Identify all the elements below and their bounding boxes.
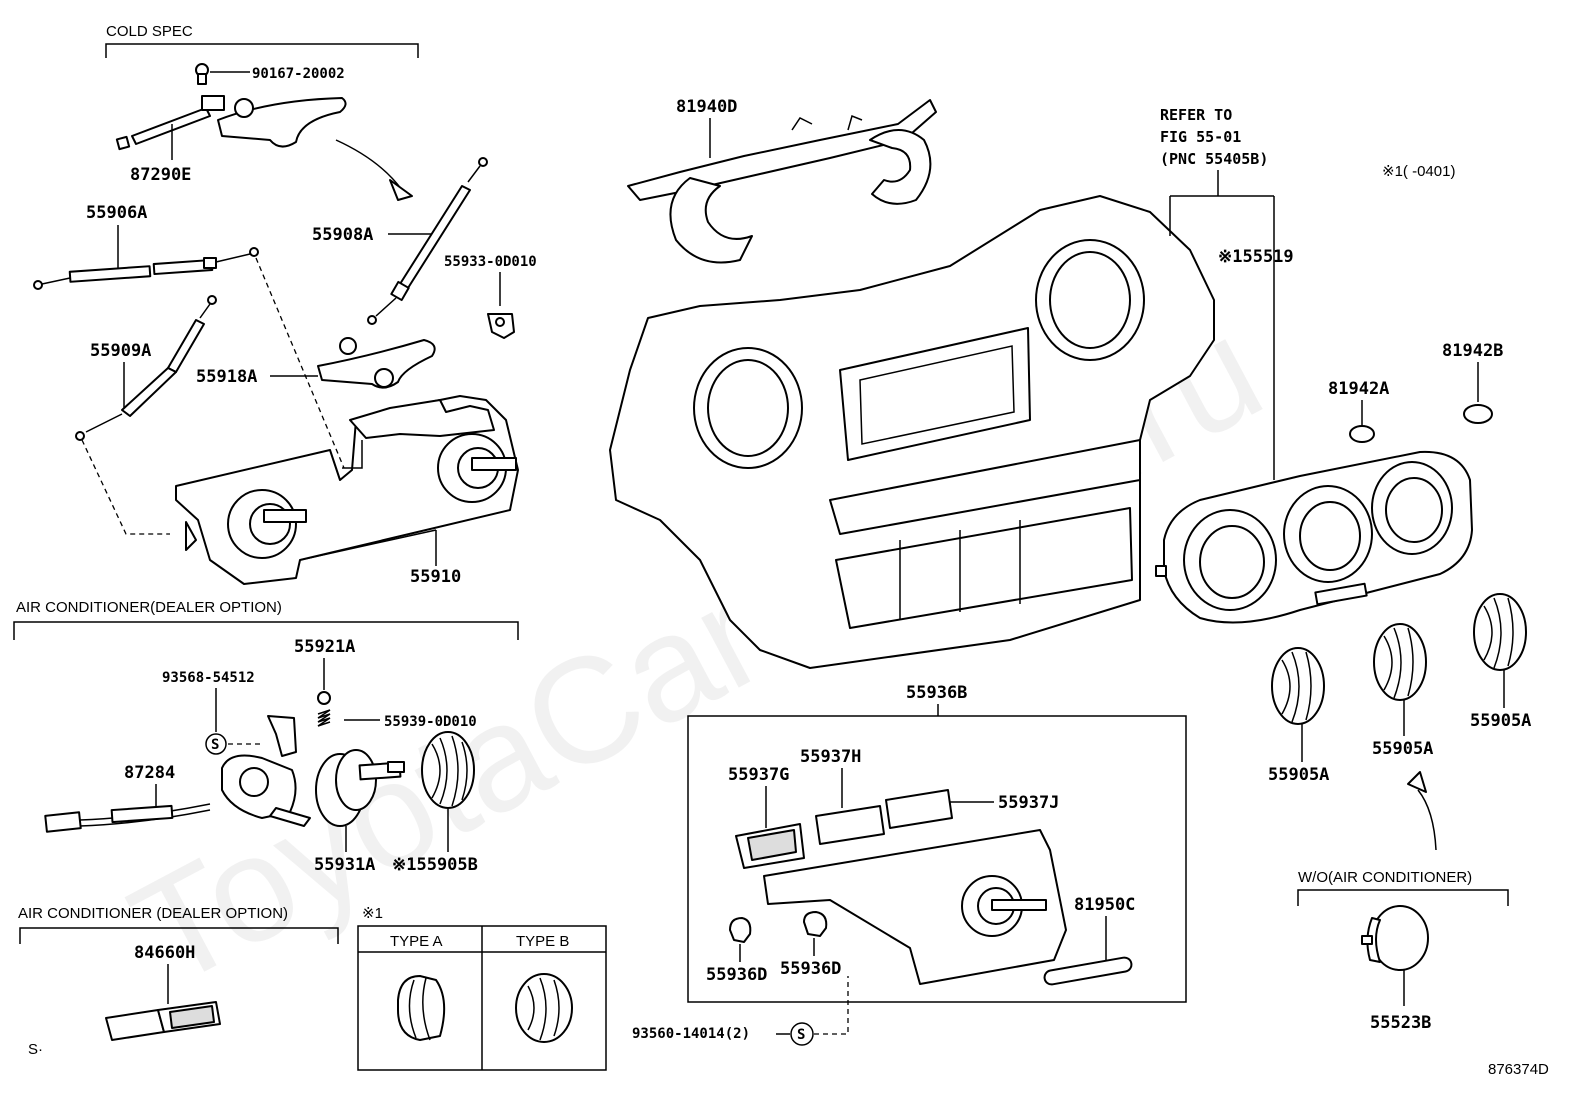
light-guide-81950c <box>1043 956 1133 986</box>
ac-option-2-bracket <box>19 927 339 944</box>
section-cold-spec: COLD SPEC <box>106 23 193 40</box>
knob-55905a-1 <box>1271 647 1325 725</box>
box-55936b <box>687 715 1187 1003</box>
refer-line-3: (PNC 55405B) <box>1160 150 1268 168</box>
control-unit-55936b <box>735 789 1067 985</box>
clip-55933 <box>487 313 515 339</box>
clip-81942a <box>1349 425 1375 443</box>
cable-55909a <box>75 295 217 441</box>
heater-control-55910 <box>175 395 519 585</box>
lever-55918a <box>317 337 436 389</box>
label-55937j: 55937J <box>998 793 1059 813</box>
cap-55523b <box>1361 905 1429 971</box>
label-81940d: 81940D <box>676 97 737 117</box>
knob-55905b <box>421 731 475 809</box>
figure-id: 876374D <box>1488 1061 1549 1078</box>
svg-text:S: S <box>797 1027 805 1043</box>
label-55936d-1: 55936D <box>706 965 767 985</box>
type-b-header: TYPE B <box>516 933 569 950</box>
label-55523b: 55523B <box>1370 1013 1431 1033</box>
arrow-head <box>389 179 413 201</box>
label-87284: 87284 <box>124 763 175 783</box>
refer-bracket <box>1169 170 1275 480</box>
label-55519: ※155519 <box>1218 247 1294 267</box>
label-55905a-3: 55905A <box>1470 711 1531 731</box>
svg-text:S: S <box>211 737 219 753</box>
bulb-55936d-1 <box>729 917 752 943</box>
spring-55939 <box>317 709 331 727</box>
note-1-label: ※1 <box>362 905 383 922</box>
label-93560-14014: 93560-14014(2) <box>632 1026 750 1042</box>
label-55905a-1: 55905A <box>1268 765 1329 785</box>
label-84660h: 84660H <box>134 943 195 963</box>
bracket-81940d <box>627 99 937 264</box>
s-mark-1: S <box>205 733 227 755</box>
label-55905b: ※155905B <box>392 855 478 875</box>
type-a-header: TYPE A <box>390 933 443 950</box>
label-55936b: 55936B <box>906 683 967 703</box>
corner-s-mark: S· <box>28 1041 43 1058</box>
label-55909a: 55909A <box>90 341 151 361</box>
note-range: ※1( -0401) <box>1382 163 1455 180</box>
arrow-up-head <box>1407 771 1427 793</box>
label-55939-0d010: 55939-0D010 <box>384 714 477 730</box>
control-panel-55519 <box>1155 450 1473 624</box>
knob-55905a-2 <box>1373 623 1427 701</box>
guide-line-2 <box>81 439 170 535</box>
refer-line-1: REFER TO <box>1160 106 1232 124</box>
label-55931a: 55931A <box>314 855 375 875</box>
label-93568-54512: 93568-54512 <box>162 670 255 686</box>
label-87290e: 87290E <box>130 165 191 185</box>
wo-ac-bracket <box>1297 889 1509 906</box>
label-55937g: 55937G <box>728 765 789 785</box>
guide-line-3 <box>814 976 849 1035</box>
cold-spec-bracket <box>105 43 419 58</box>
bulb-55936d-2 <box>803 911 828 937</box>
lever-87290e <box>217 97 347 148</box>
label-55905a-2: 55905A <box>1372 739 1433 759</box>
arrow-up-curve <box>1417 789 1437 851</box>
label-55918a: 55918A <box>196 367 257 387</box>
label-55936d-2: 55936D <box>780 959 841 979</box>
cable-55906a <box>33 247 259 290</box>
switch-84660h <box>105 1001 221 1041</box>
knob-type-a <box>397 975 446 1041</box>
label-55908a: 55908A <box>312 225 373 245</box>
center-cluster-panel <box>609 195 1215 669</box>
clip-81942b <box>1463 404 1493 424</box>
arrow-curve <box>335 139 403 191</box>
rod-87290e <box>115 95 225 160</box>
ball-55921a <box>317 691 331 705</box>
screw-90167 <box>195 63 250 85</box>
cable-55908a <box>367 157 488 325</box>
label-81950c: 81950C <box>1074 895 1135 915</box>
label-55921a: 55921A <box>294 637 355 657</box>
label-81942b: 81942B <box>1442 341 1503 361</box>
guide-line-1 <box>255 257 345 469</box>
switch-87284 <box>44 715 311 833</box>
label-90167-20002: 90167-20002 <box>252 66 345 82</box>
ac-option-1-bracket <box>13 621 519 640</box>
label-55910: 55910 <box>410 567 461 587</box>
section-wo-ac: W/O(AIR CONDITIONER) <box>1298 869 1472 886</box>
label-55933-0d010: 55933-0D010 <box>444 254 537 270</box>
label-55937h: 55937H <box>800 747 861 767</box>
label-55906a: 55906A <box>86 203 147 223</box>
knob-type-b <box>515 973 573 1043</box>
refer-line-2: FIG 55-01 <box>1160 128 1241 146</box>
s-mark-2: S <box>790 1022 814 1046</box>
section-ac-option-2: AIR CONDITIONER (DEALER OPTION) <box>18 905 288 922</box>
label-81942a: 81942A <box>1328 379 1389 399</box>
section-ac-option-1: AIR CONDITIONER(DEALER OPTION) <box>16 599 282 616</box>
knob-55905a-3 <box>1473 593 1527 671</box>
type-table <box>357 925 607 1071</box>
knob-base-55931a <box>315 749 405 827</box>
